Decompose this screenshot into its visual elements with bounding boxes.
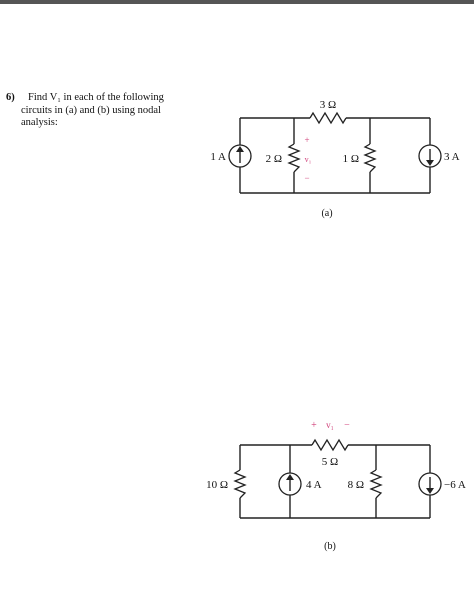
circuit-a-minus-sign: − [304,173,309,183]
question-line-1: Find V₁ in each of the following [28,92,164,103]
circuit-b-plus-sign: + [311,420,317,431]
arrow-up-icon [286,474,294,480]
question-line-2: circuits in (a) and (b) using nodal [21,104,161,116]
circuit-b-r-left-label: 10 Ω [206,479,228,491]
circuit-b-r-top-label: 5 Ω [322,456,338,468]
circuit-a-current-source-3a [418,144,442,168]
circuit-b-resistor-5ohm [311,438,349,452]
arrow-down-icon [426,160,434,166]
circuit-b-resistor-10ohm [233,469,247,499]
circuit-b: + v₁ − 5 Ω 10 Ω 4 A 8 Ω [206,420,466,552]
arrow-up-icon [236,146,244,152]
circuit-a-r-left-label: 2 Ω [266,153,282,165]
question-text: 6) Find V₁ in each of the following circu… [6,92,196,130]
circuit-b-caption: (b) [324,541,336,552]
circuit-b-minus-sign: − [344,420,350,431]
circuit-a-plus-sign: + [304,135,309,145]
circuit-b-src-mid-label: 4 A [306,479,322,491]
circuit-a-src-left-label: 1 A [210,151,226,163]
circuit-b-current-source-neg6a [418,472,442,496]
circuit-a-current-source-1a [228,144,252,168]
circuit-b-r-mid-label: 8 Ω [348,479,364,491]
question-number: 6) [6,92,15,103]
question-line-3: analysis: [21,117,58,128]
circuit-b-current-source-4a [278,472,302,496]
circuit-a-caption: (a) [321,208,332,219]
circuit-a-v1-label: v₁ [305,155,312,164]
circuit-b-v1-label: v₁ [326,420,334,430]
circuit-a-resistor-2ohm [287,143,301,173]
circuit-b-src-right-label: −6 A [444,479,466,491]
arrow-down-icon [426,488,434,494]
circuit-a-r-top-label: 3 Ω [320,99,336,111]
circuit-a-r-right-label: 1 Ω [343,153,359,165]
circuit-a-resistor-3ohm [309,111,347,125]
circuit-a-src-right-label: 3 A [444,151,460,163]
circuit-b-resistor-8ohm [369,469,383,499]
circuit-a: 3 Ω 2 Ω + v₁ − 1 Ω 1 A 3 A (a) [210,99,459,219]
top-border [0,0,474,4]
circuit-a-resistor-1ohm [363,143,377,173]
